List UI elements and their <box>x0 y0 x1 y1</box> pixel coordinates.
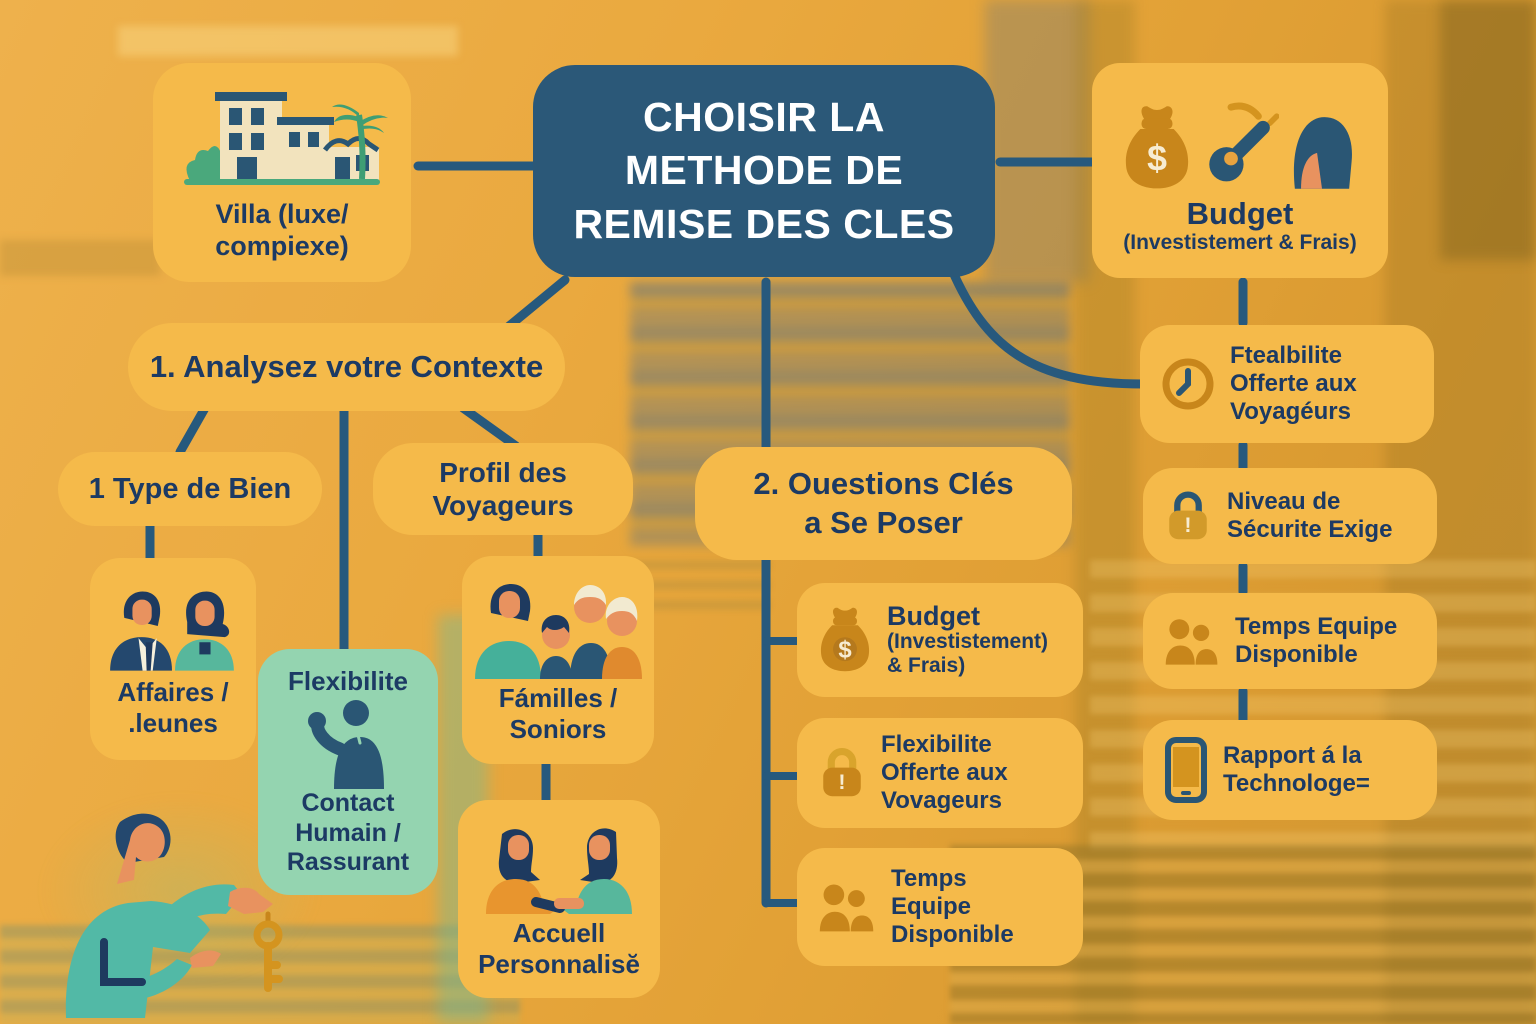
budget-criteria-node: $ Budget (Investistemert & Frais) <box>1092 63 1388 278</box>
question-flexibilite-label: Flexibilite Offerte aux Vovageurs <box>881 730 1008 815</box>
woman-silhouette-icon <box>1293 117 1352 189</box>
villa-label: Villa (luxe/ compiexe) <box>215 198 349 261</box>
section-2-header: 2. Ouestions Clés a Se Poser <box>695 447 1072 560</box>
padlock-alert-icon: ! <box>1169 491 1207 540</box>
person-handing-key-icon <box>65 813 283 1018</box>
budget-subtitle: (Investistemert & Frais) <box>1123 230 1357 254</box>
villa-building-icon <box>184 91 388 185</box>
section-2-label: 2. Ouestions Clés a Se Poser <box>753 465 1014 540</box>
question-budget-title: Budget <box>887 600 980 631</box>
profil-voyageurs-node: Profil des Voyageurs <box>373 443 633 535</box>
money-bag-icon: $ <box>1125 106 1189 189</box>
key-icon <box>1209 102 1279 182</box>
section-1-label: 1. Analysez votre Contexte <box>149 348 544 384</box>
question-budget-node: $ Budget (Investistement) & Frais) <box>797 583 1083 697</box>
right-flexibilite-label: Ftealbilite Offerte aux Voyagéurs <box>1230 341 1357 426</box>
budget-title: Budget <box>1186 196 1294 232</box>
right-securite-node: ! Niveau de Sécurite Exige <box>1143 468 1437 564</box>
right-flexibilite-node: Ftealbilite Offerte aux Voyagéurs <box>1140 325 1434 443</box>
accueil-personnalise-node: Accuell Personnalisĕ <box>458 800 660 998</box>
two-people-icon <box>819 884 874 932</box>
familles-seniors-label: Fámilles / Soniors <box>498 683 618 744</box>
type-de-bien-label: 1 Type de Bien <box>88 472 292 505</box>
right-temps-node: Temps Equipe Disponible <box>1143 593 1437 689</box>
budget-icon-row: $ <box>1121 87 1359 192</box>
question-budget-subtitle: (Investistement) & Frais) <box>887 630 1049 678</box>
type-de-bien-node: 1 Type de Bien <box>58 452 322 526</box>
question-temps-node: Temps Equipe Disponible <box>797 848 1083 966</box>
personal-welcome-icon <box>486 828 632 915</box>
affaires-jeunes-label: Affaires / .leunes <box>117 677 229 738</box>
affaires-jeunes-node: Affaires / .leunes <box>90 558 256 760</box>
question-temps-label: Temps Equipe Disponible <box>891 864 1014 949</box>
villa-node: Villa (luxe/ compiexe) <box>153 63 411 282</box>
svg-text:!: ! <box>1184 513 1191 537</box>
smartphone-icon <box>1165 737 1207 803</box>
flexibilite-title: Flexibilite <box>288 666 408 697</box>
section-1-header: 1. Analysez votre Contexte <box>128 323 565 411</box>
svg-text:$: $ <box>1147 139 1167 179</box>
two-people-icon <box>1165 619 1218 665</box>
right-securite-label: Niveau de Sécurite Exige <box>1227 487 1393 543</box>
right-technologie-node: Rapport á la Technologe= <box>1143 720 1437 820</box>
profil-voyageurs-label: Profil des Voyageurs <box>432 456 574 521</box>
money-bag-icon: $ <box>820 607 870 672</box>
familles-seniors-node: Fámilles / Soniors <box>462 556 654 764</box>
family-icon <box>475 584 642 680</box>
accueil-personnalise-label: Accuell Personnalisĕ <box>478 918 640 979</box>
question-flexibilite-node: ! Flexibilite Offerte aux Vovageurs <box>797 718 1083 828</box>
svg-text:!: ! <box>838 770 845 794</box>
contact-humain-label: Contact Humain / Rassurant <box>286 789 410 877</box>
connector <box>458 403 521 451</box>
connector <box>947 265 1148 389</box>
question-budget-text: Budget (Investistement) & Frais) <box>887 600 1049 679</box>
flexibilite-contact-node: Flexibilite Contact Humain / Rassurant <box>258 649 438 895</box>
svg-text:$: $ <box>838 636 851 663</box>
person-waving-icon <box>308 700 384 790</box>
central-title-node: CHOISIR LA METHODE DE REMISE DES CLES <box>533 65 995 277</box>
padlock-alert-icon: ! <box>823 748 861 797</box>
connector <box>175 403 210 457</box>
business-people-icon <box>110 591 234 671</box>
clock-icon <box>1162 358 1214 410</box>
right-temps-label: Temps Equipe Disponible <box>1235 612 1398 668</box>
right-technologie-label: Rapport á la Technologe= <box>1223 741 1370 797</box>
central-title: CHOISIR LA METHODE DE REMISE DES CLES <box>573 94 955 247</box>
